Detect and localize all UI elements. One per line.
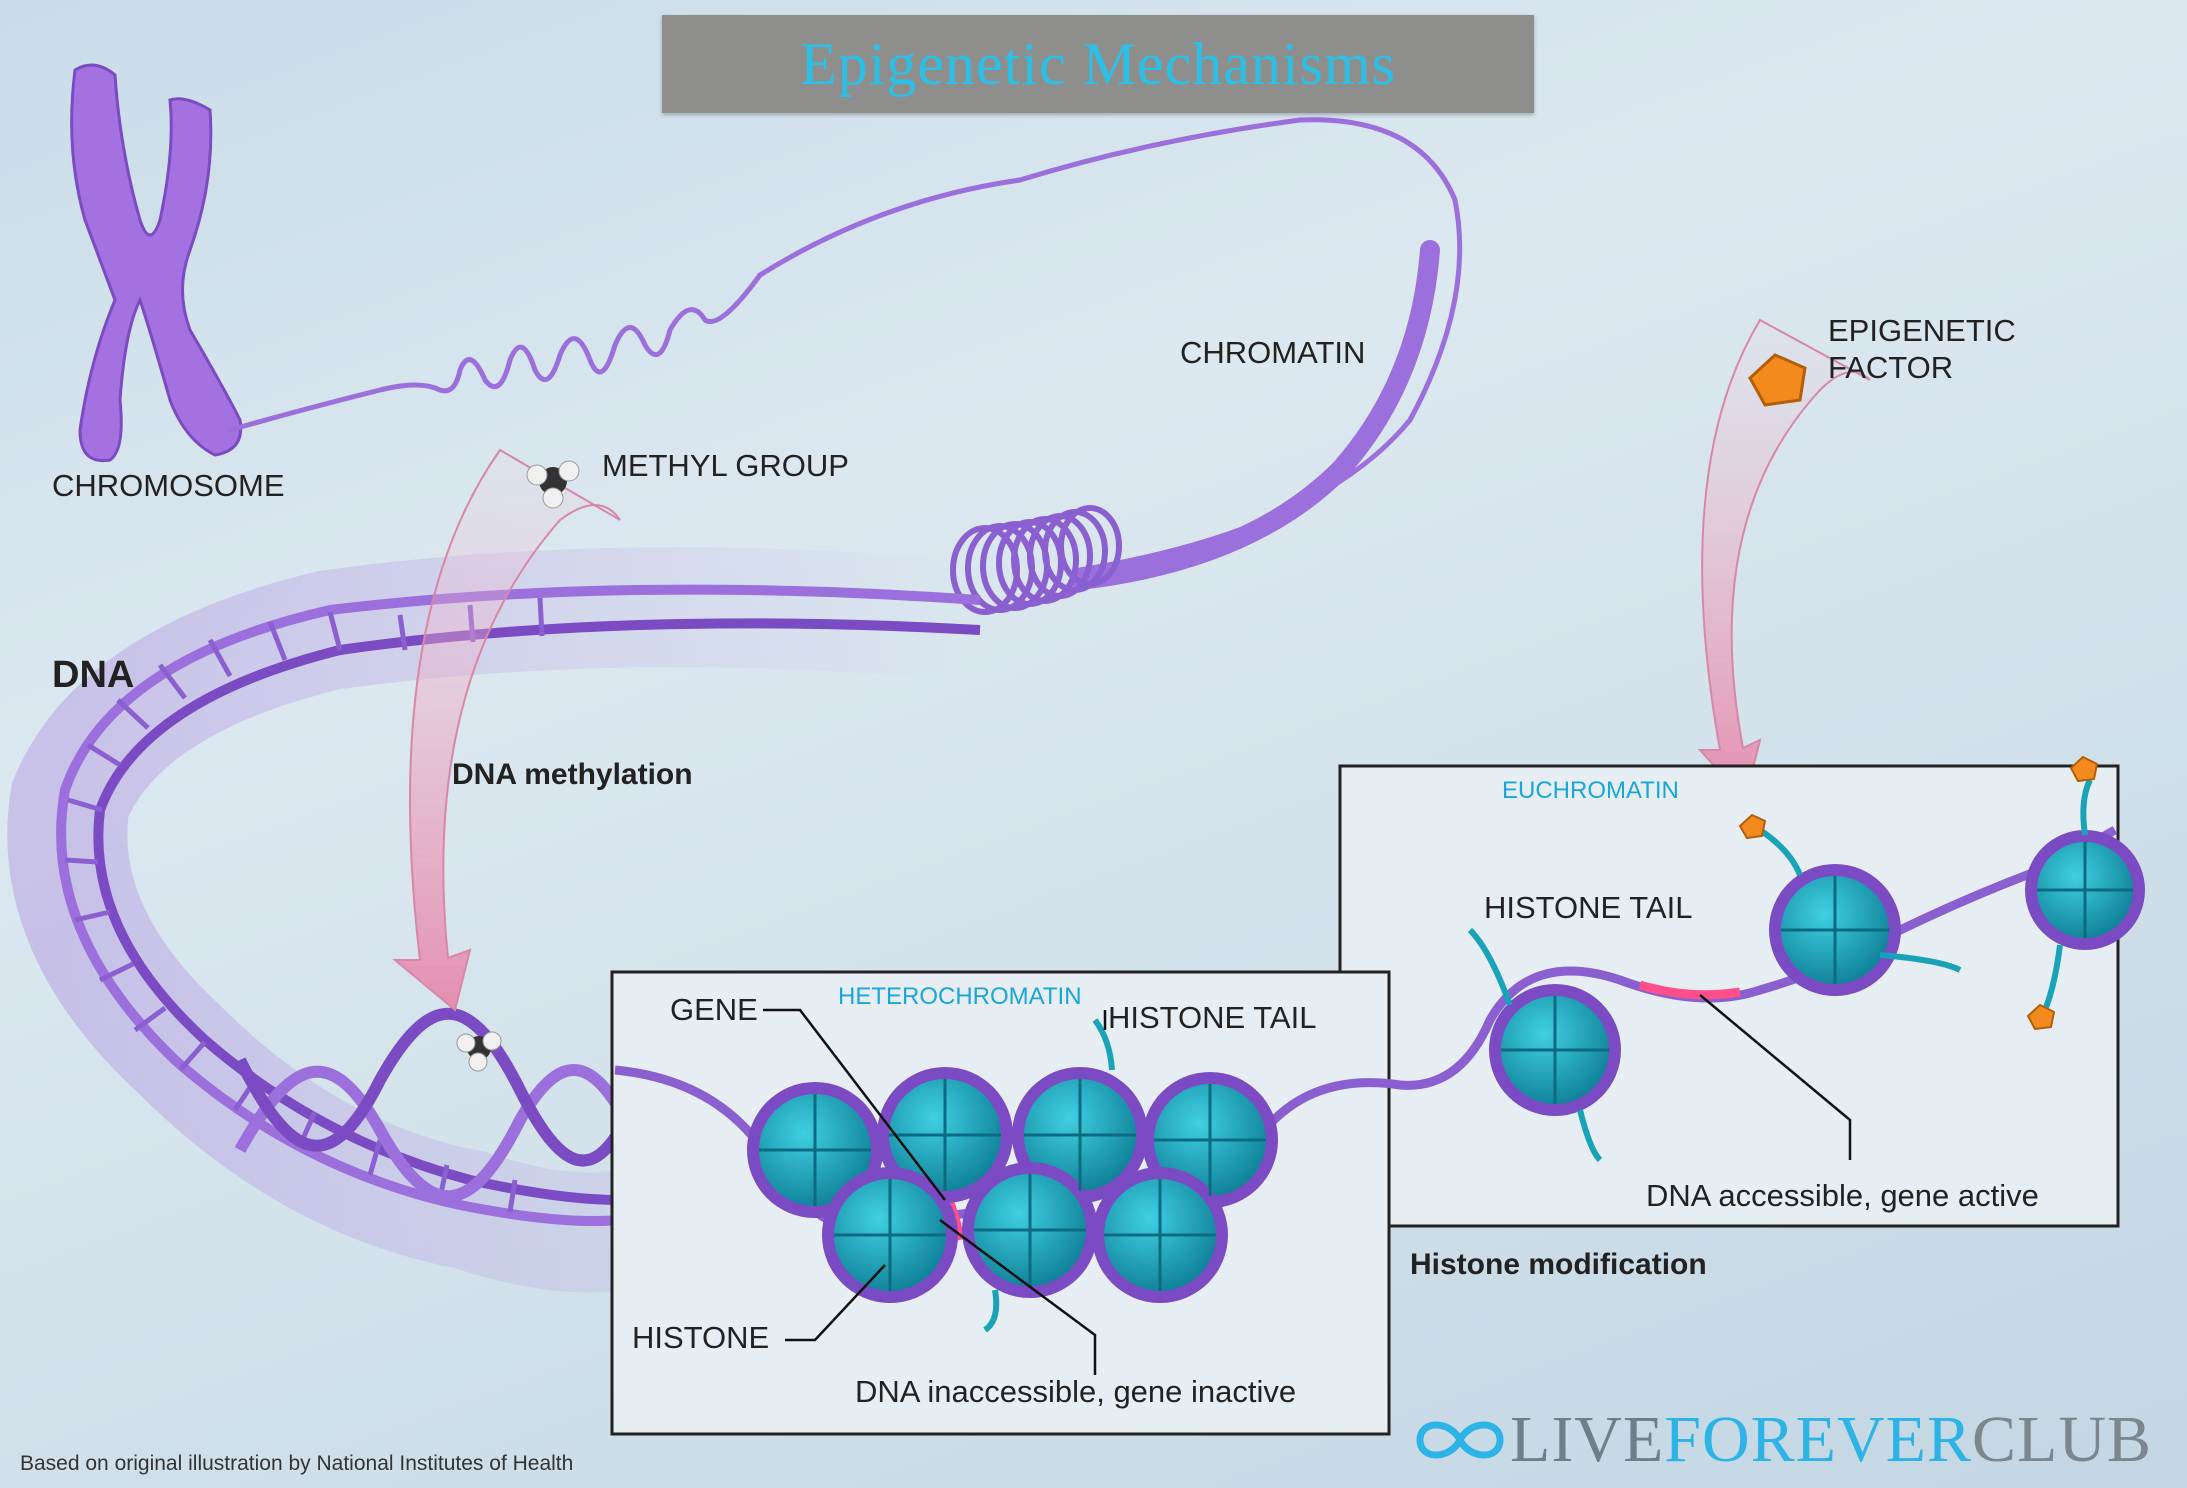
dna-label: DNA (52, 654, 135, 696)
chromatin-label: CHROMATIN (1180, 335, 1366, 370)
logo-club: CLUB (1972, 1403, 2153, 1476)
histone-tail-label-euchromatin: HISTONE TAIL (1484, 890, 1693, 925)
chromatin-thread (227, 117, 1463, 573)
double-helix (234, 1007, 626, 1203)
epigenetic-factor-label-line1: EPIGENETIC (1828, 313, 2016, 348)
histone-tail-label-heterochromatin: HISTONE TAIL (1108, 1000, 1317, 1035)
logo: LIVE FOREVER CLUB (1410, 1403, 2153, 1476)
heterochromatin-nucleosomes (747, 1018, 1278, 1333)
methyl-attached-icon (456, 1031, 502, 1072)
factor-attached-icons (1738, 755, 2099, 1031)
logo-live: LIVE (1510, 1403, 1665, 1476)
dna-accessible-label: DNA accessible, gene active (1646, 1178, 2039, 1213)
leader-lines (763, 994, 1852, 1375)
epigenetic-factor-icon (1748, 353, 1807, 407)
histone-label: HISTONE (632, 1320, 770, 1355)
credit-text: Based on original illustration by Nation… (20, 1452, 574, 1475)
methyl-group-icon (526, 460, 580, 509)
dna-inaccessible-label: DNA inaccessible, gene inactive (855, 1374, 1297, 1409)
dna-methylation-label: DNA methylation (452, 758, 693, 791)
logo-forever: FOREVER (1664, 1403, 1972, 1476)
chromosome-label: CHROMOSOME (52, 468, 285, 503)
title-bar: Epigenetic Mechanisms (662, 15, 1534, 113)
gene-segment-active (1638, 980, 1741, 1000)
dna-rungs (64, 597, 545, 1213)
histone-modification-label: Histone modification (1410, 1248, 1707, 1281)
chromatin-fiber (1070, 240, 1440, 590)
euchromatin-label: EUCHROMATIN (1502, 777, 1679, 804)
heterochromatin-label: HETEROCHROMATIN (838, 983, 1082, 1010)
infinity-logo-icon (1416, 1421, 1504, 1459)
epigenetic-factor-label-line2: FACTOR (1828, 350, 1954, 385)
epigenetic-factor-arrow (1697, 318, 1871, 803)
page-title: Epigenetic Mechanisms (800, 30, 1396, 97)
methylation-arrow (392, 448, 621, 1012)
methyl-group-label: METHYL GROUP (602, 448, 849, 483)
dna-backbone-2 (93, 618, 981, 1205)
euchromatin-nucleosomes (1467, 778, 2145, 1163)
chromosome-shape (70, 63, 243, 463)
gene-label: GENE (670, 992, 758, 1027)
